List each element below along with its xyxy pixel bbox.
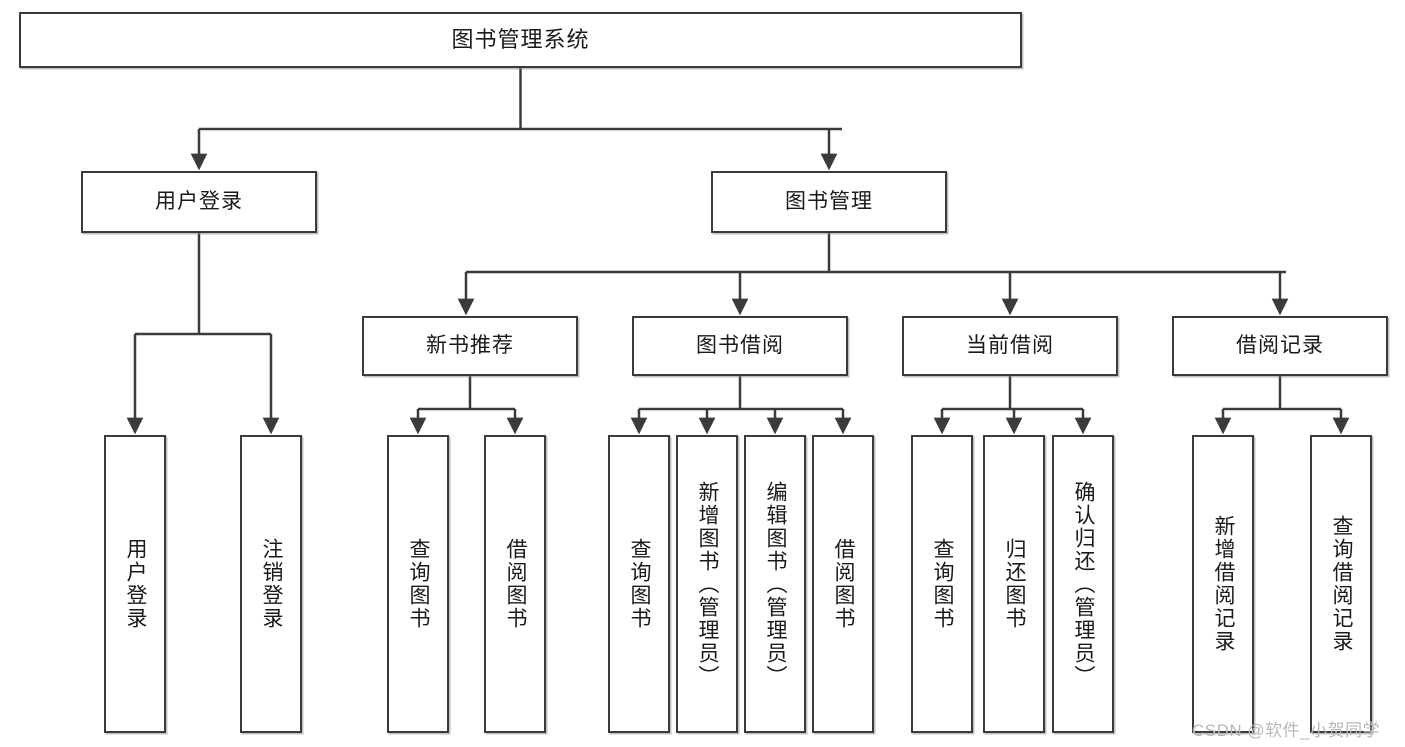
leaf-return-book[interactable]: 归还图书 [983,435,1045,733]
leaf-logout[interactable]: 注销登录 [240,435,302,733]
leaf-label: 查询借阅记录 [1330,515,1354,653]
leaf-query-record[interactable]: 查询借阅记录 [1310,435,1372,733]
node-current-borrow[interactable]: 当前借阅 [902,316,1118,376]
leaf-add-book[interactable]: 新增图书（管理员） [676,435,738,733]
leaf-query-book-3[interactable]: 查询图书 [911,435,973,733]
leaf-confirm-return[interactable]: 确认归还（管理员） [1052,435,1114,733]
leaf-label: 查询图书 [407,538,431,630]
leaf-edit-book[interactable]: 编辑图书（管理员） [744,435,806,733]
csdn-watermark: CSDN @软件_小贺同学 [1192,721,1381,740]
node-user-login[interactable]: 用户登录 [81,171,317,233]
leaf-user-login[interactable]: 用户登录 [104,435,166,733]
leaf-label: 注销登录 [260,538,284,630]
leaf-borrow-book-2[interactable]: 借阅图书 [812,435,874,733]
leaf-label: 借阅图书 [832,538,856,630]
leaf-label: 编辑图书（管理员） [764,480,788,688]
leaf-label: 借阅图书 [504,538,528,630]
node-borrow-record[interactable]: 借阅记录 [1172,316,1388,376]
leaf-label: 新增借阅记录 [1212,515,1236,653]
leaf-label: 查询图书 [628,538,652,630]
leaf-label: 确认归还（管理员） [1072,480,1096,688]
leaf-query-book-2[interactable]: 查询图书 [608,435,670,733]
node-book-manage[interactable]: 图书管理 [711,171,947,233]
node-book-borrow[interactable]: 图书借阅 [632,316,848,376]
leaf-label: 归还图书 [1003,538,1027,630]
node-root[interactable]: 图书管理系统 [19,12,1022,68]
leaf-label: 新增图书（管理员） [696,480,720,688]
leaf-borrow-book-1[interactable]: 借阅图书 [484,435,546,733]
leaf-query-book-1[interactable]: 查询图书 [387,435,449,733]
leaf-label: 查询图书 [931,538,955,630]
node-new-book-rec[interactable]: 新书推荐 [362,316,578,376]
leaf-label: 用户登录 [124,538,148,630]
leaf-add-record[interactable]: 新增借阅记录 [1192,435,1254,733]
